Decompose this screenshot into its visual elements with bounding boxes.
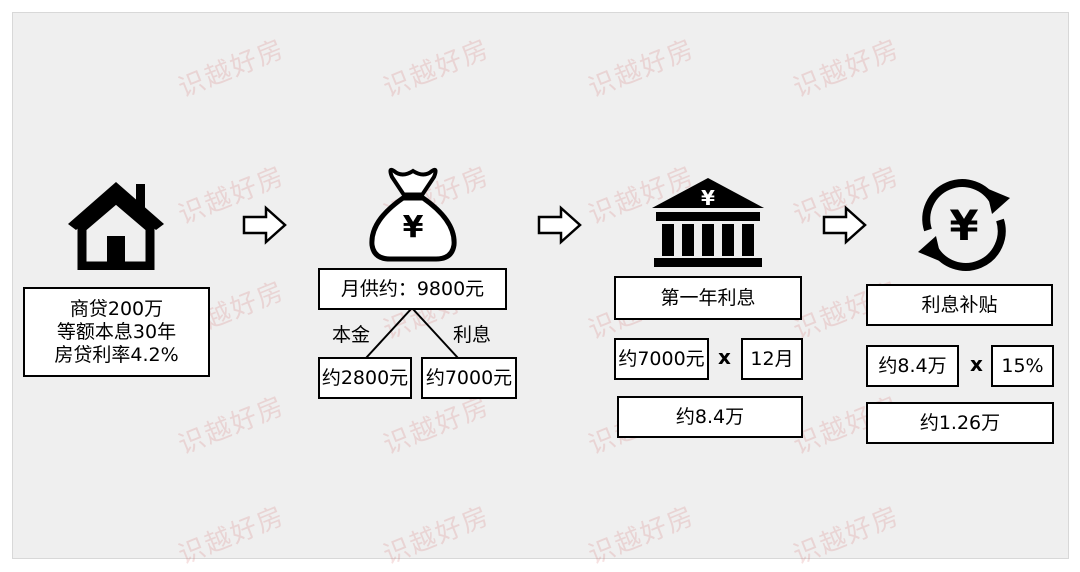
house-icon	[68, 182, 164, 270]
subsidy-base-box: 约8.4万	[866, 345, 959, 387]
subsidy-result-box: 约1.26万	[866, 402, 1054, 444]
bag-yen-symbol: ¥	[403, 210, 424, 245]
monthly-payment-box: 月供约：9800元	[318, 268, 507, 310]
loan-method-text: 等额本息30年	[56, 320, 177, 343]
bank-icon: ¥	[652, 178, 764, 267]
monthly-interest-box: 约7000元	[614, 338, 709, 380]
arrow-right-icon	[537, 205, 582, 245]
money-bag-icon: ¥	[369, 167, 457, 262]
split-lines	[365, 308, 459, 359]
arrow-right-icon	[242, 205, 287, 245]
first-year-interest-title: 第一年利息	[614, 276, 802, 320]
interest-subsidy-title: 利息补贴	[866, 284, 1053, 326]
interest-label: 利息	[453, 324, 492, 346]
loan-terms-box: 商贷200万 等额本息30年 房贷利率4.2%	[23, 287, 210, 377]
loan-rate-text: 房贷利率4.2%	[54, 343, 179, 366]
principal-value-box: 约2800元	[318, 357, 412, 399]
exchange-yen-symbol: ¥	[949, 201, 978, 250]
multiply-sign: x	[718, 345, 731, 369]
multiply-sign: x	[970, 352, 983, 376]
principal-label: 本金	[332, 324, 371, 346]
yen-exchange-icon: ¥	[918, 179, 1010, 271]
loan-amount-text: 商贷200万	[69, 297, 164, 320]
subsidy-rate-box: 15%	[991, 345, 1054, 387]
bank-yen-symbol: ¥	[701, 186, 715, 210]
interest-value-box: 约7000元	[421, 357, 517, 399]
annual-interest-box: 约8.4万	[617, 396, 803, 438]
arrow-right-icon	[822, 205, 867, 245]
months-box: 12月	[741, 338, 803, 380]
